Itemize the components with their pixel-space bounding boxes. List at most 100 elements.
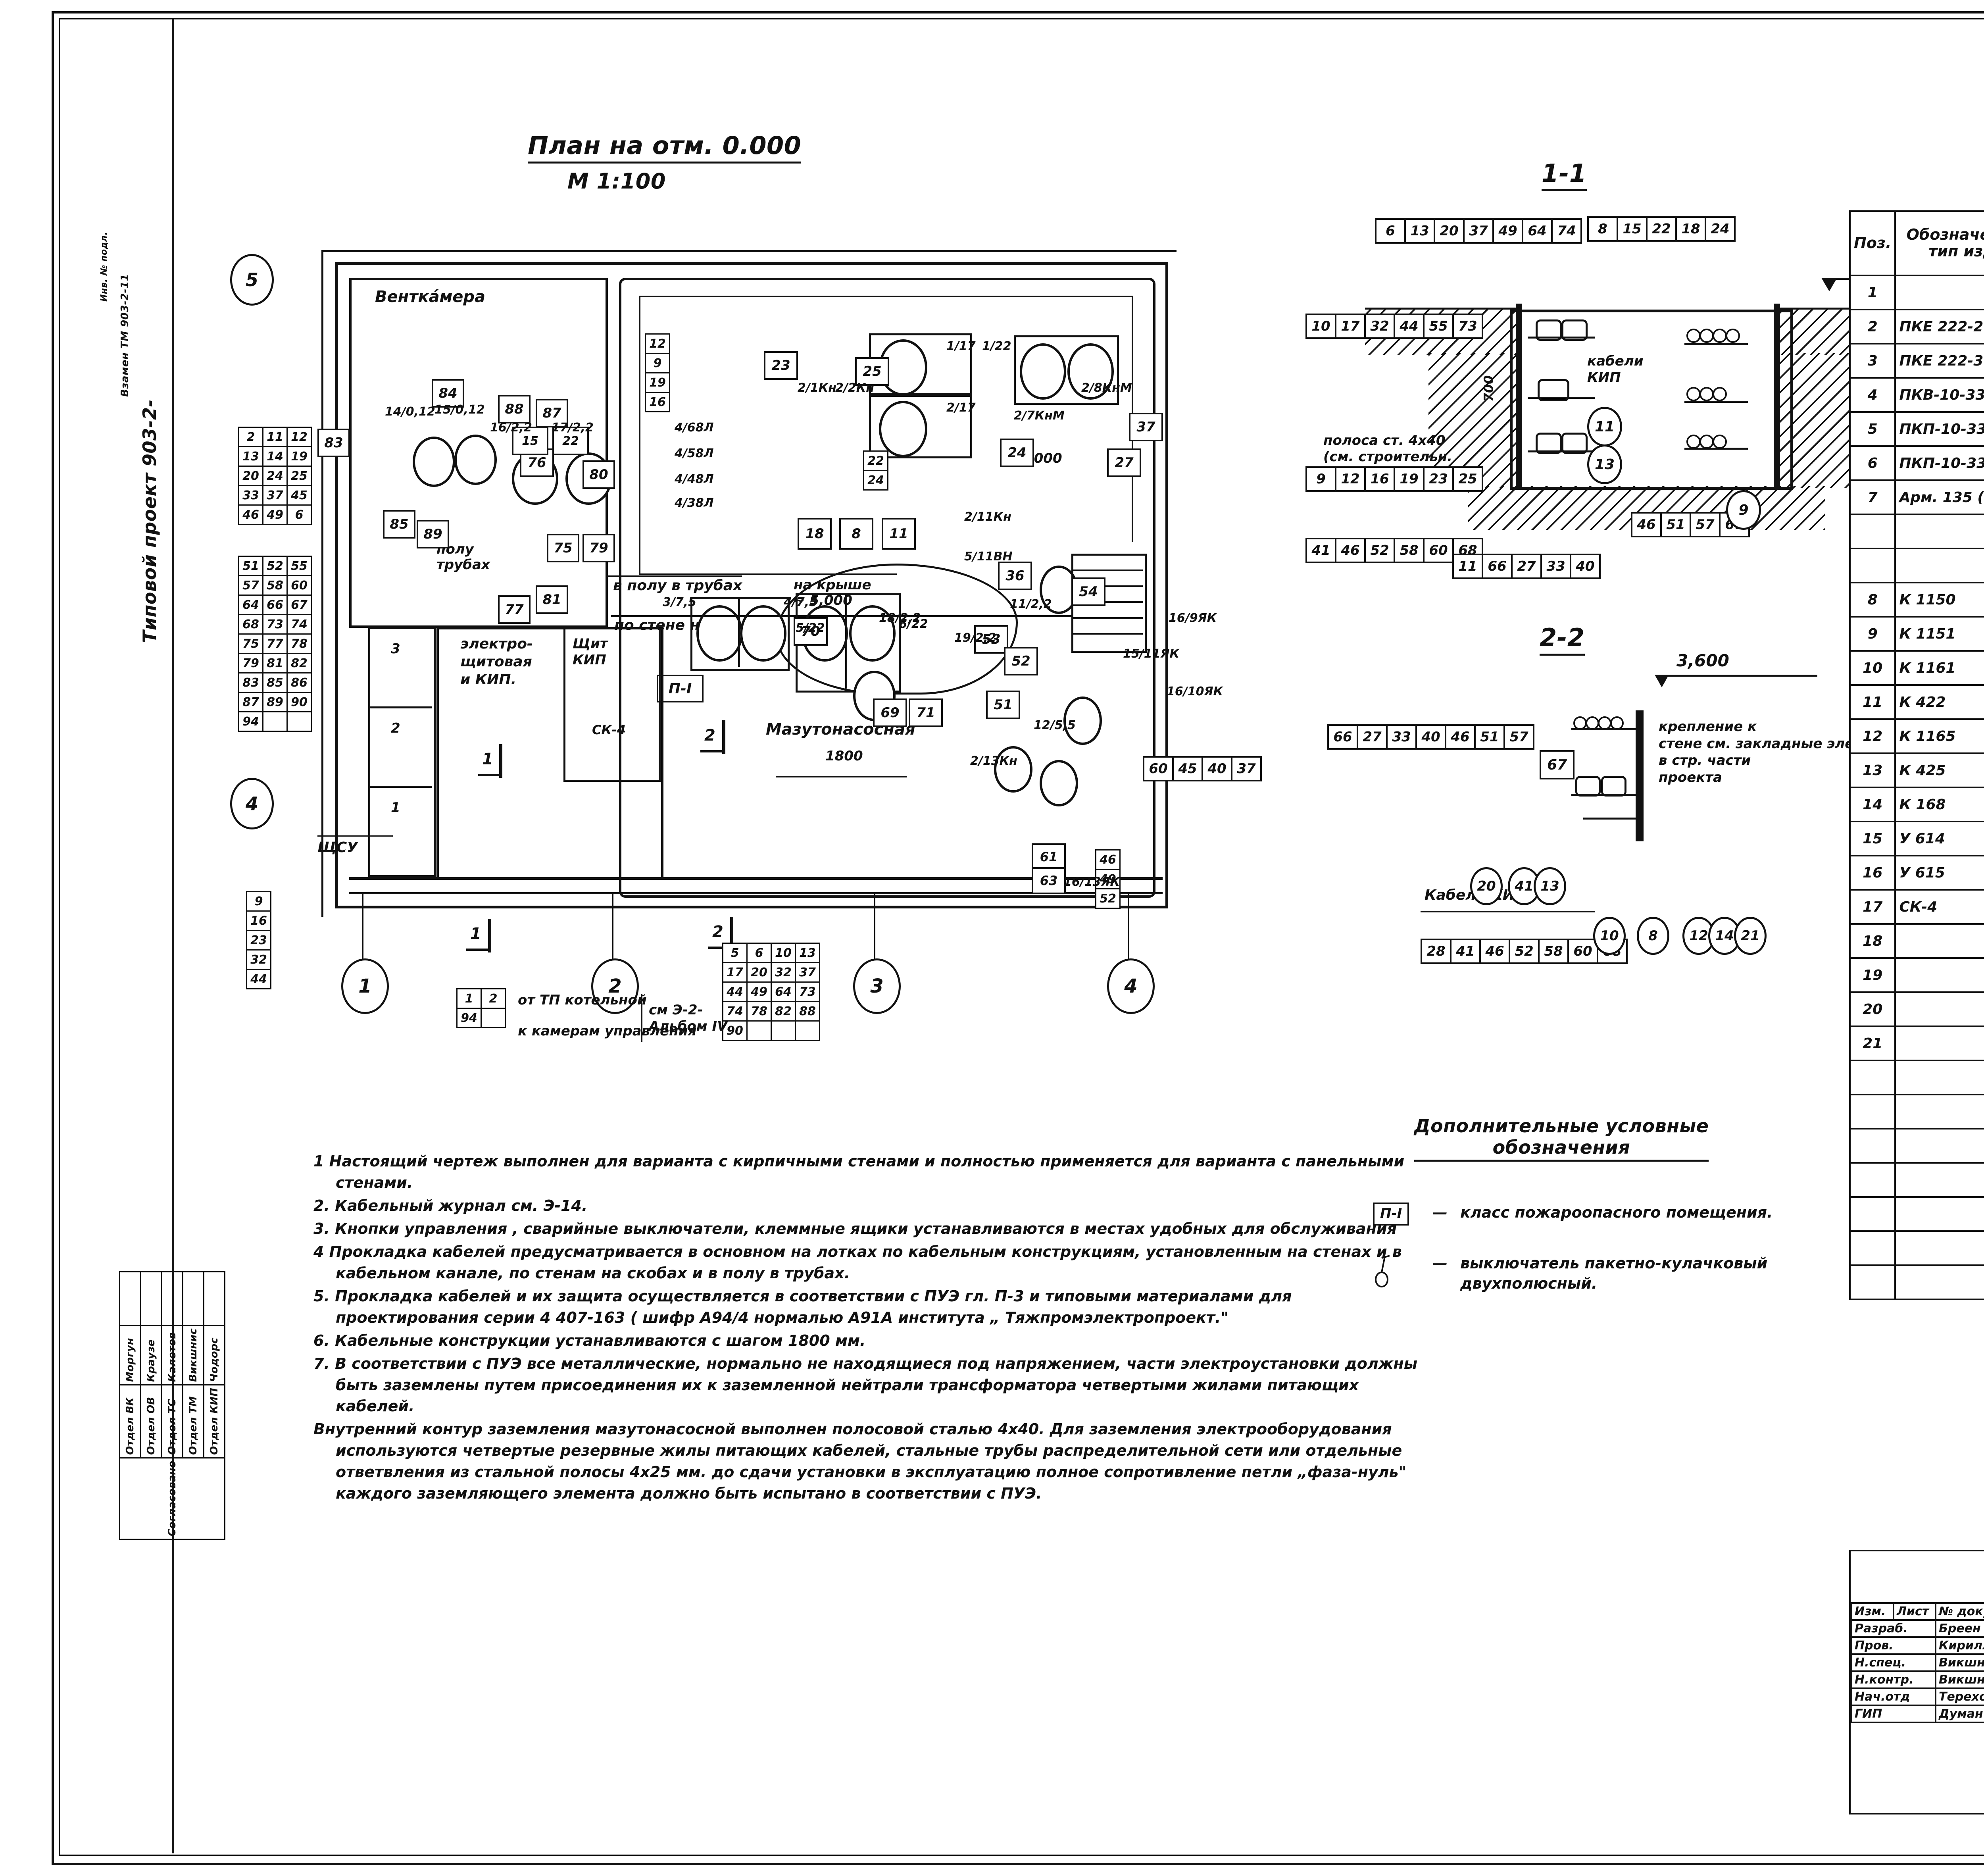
cable-no: 44: [722, 981, 748, 1002]
table-row: 9К 1151— " — 600 мм7: [1849, 616, 1984, 652]
cable-no: 88: [795, 1001, 820, 1022]
stamp-person: Моргун: [119, 1325, 141, 1385]
cable-no: 6: [746, 943, 772, 963]
tag-no: 49: [1492, 218, 1523, 244]
note-item: Внутренний контур заземления мазутонасос…: [313, 1420, 1407, 1503]
section-2-2-balloon: 10: [1593, 917, 1626, 955]
margin-project-title: Типовой проект 903-2-: [139, 399, 160, 643]
equipment-fraction: 16/13ЯК: [1063, 875, 1120, 889]
spec-cell-pos: [1849, 514, 1896, 549]
table-row: [1849, 1094, 1984, 1129]
tag-no: 64: [1522, 218, 1553, 244]
cable-no: 78: [286, 633, 312, 654]
section-1-1-balloon: 13: [1587, 444, 1622, 484]
spec-cell-pos: [1849, 548, 1896, 583]
table-row: 11К 422Лоток для кабелей40: [1849, 684, 1984, 720]
cable-bundle-small: [1699, 435, 1714, 449]
point-tag: 80: [583, 460, 615, 489]
spec-cell-pos: 13: [1849, 752, 1896, 788]
tag-no: 10: [1305, 314, 1336, 339]
section-marker-1-tick: [499, 744, 502, 778]
spec-cell-pos: 15: [1849, 821, 1896, 856]
mazut-dimension: 1800: [825, 748, 863, 764]
additional-symbol-text: класс пожароопасного помещения.: [1460, 1204, 1773, 1221]
cable-bundle-small: [1686, 329, 1701, 343]
mazut-dim-line: [776, 776, 907, 777]
equipment-fraction: 16/9ЯК: [1169, 611, 1217, 625]
cable-no: 5: [722, 943, 748, 963]
cable-no: 23: [246, 930, 271, 951]
cable-no: 11: [262, 427, 288, 447]
spec-cell-type: [1894, 514, 1984, 549]
shsu-cell-3: 3: [391, 641, 400, 657]
cable-no: 58: [262, 575, 288, 596]
cable-no: 20: [746, 962, 772, 983]
section-marker-1-plan: 1: [482, 750, 493, 768]
cable-duct-bottom-2: [349, 892, 1163, 894]
cable-bundle: [1561, 319, 1588, 341]
equipment-fraction: 17/2,2: [552, 421, 594, 435]
section-1-1-dim: 700: [1481, 375, 1496, 402]
tag-strip-vertical-1: 12 9 19 16: [645, 333, 670, 412]
point-tag: 53: [974, 625, 1008, 654]
tag-no: 13: [1404, 218, 1435, 244]
spec-cell-pos: 18: [1849, 923, 1896, 959]
person-name: Викшнис: [1935, 1653, 1984, 1672]
cable-no: 64: [238, 595, 263, 615]
cable-no: 45: [286, 485, 312, 506]
cable-no: 46: [238, 504, 263, 525]
tag-no: 22: [863, 450, 888, 471]
point-tag: 23: [764, 351, 798, 380]
tag-strip-vertical-2: 22 24: [863, 450, 888, 491]
spec-cell-type: У 614: [1894, 821, 1984, 856]
additional-symbol-text: выключатель пакетно-кулачковый двухполюс…: [1460, 1254, 1768, 1293]
note-item: 2. Кабельный журнал см. Э-14.: [313, 1197, 588, 1214]
spec-cell-type: У 615: [1894, 855, 1984, 891]
tag-no: 16: [645, 392, 670, 412]
point-tag: 63: [1032, 867, 1066, 894]
equipment-motor: [696, 605, 743, 662]
equipment-fraction: 2/8КнМ: [1081, 381, 1132, 395]
tag-no: 40: [1415, 724, 1446, 750]
stamp-dept: Отдел ТМ: [183, 1385, 204, 1458]
spec-cell-type: К 168: [1894, 787, 1984, 822]
table-row: 15У 614Коробка клеммная1: [1849, 821, 1984, 856]
section-1-1-kip-label: кабели КИП: [1587, 353, 1644, 385]
cable-bundle: [1575, 776, 1601, 797]
room-label-ventkamera: Вентка́мера: [375, 288, 486, 306]
stairs-step: [1071, 601, 1143, 603]
tag-no: 60: [1423, 538, 1454, 563]
stairs-step: [1071, 585, 1143, 587]
cable-no: 74: [722, 1001, 748, 1022]
section-marker-1-plan-2: 1: [470, 925, 481, 943]
cable-tray: [1684, 343, 1748, 345]
table-row: 13К 425Прижим для лотков130: [1849, 752, 1984, 788]
equipment-fraction: 2/17: [946, 401, 976, 415]
spec-cell-pos: 2: [1849, 309, 1896, 344]
role-row: Н.контр. Викшнис 14.11: [1851, 1670, 1984, 1689]
plan-scale: М 1:100: [567, 169, 666, 194]
cable-no: 49: [262, 504, 288, 525]
equipment-fraction: 2/11Кн: [964, 510, 1011, 524]
plan-balloon-1: 1: [341, 958, 389, 1014]
table-row: 18Полоса 4 х 4070м: [1849, 923, 1984, 959]
cable-bundle: [1536, 319, 1562, 341]
cable-no: 86: [286, 672, 312, 693]
tag-no: 55: [1423, 314, 1454, 339]
spec-cell-type: К 1151: [1894, 616, 1984, 652]
balloon-leader: [362, 893, 363, 960]
cable-no-empty: [795, 1020, 820, 1041]
balloon-leader: [874, 893, 875, 960]
section-2-2-kip-rule: [1421, 911, 1595, 912]
tag-no: 33: [1386, 724, 1417, 750]
table-header-row: Поз. Обозначение или тип изделия Наимено…: [1849, 210, 1984, 276]
cable-number-grid-bottom-left: 9 16 23 32 44: [246, 891, 271, 989]
sk4-label: СК-4: [592, 722, 626, 737]
equipment-fraction: 4/38Л: [675, 496, 714, 510]
section-2-2-balloon: 20: [1470, 867, 1503, 905]
tag-row-left-bottom: 46 49 52: [1095, 849, 1121, 909]
tag-no: 57: [1503, 724, 1534, 750]
section-2-2-balloon: 13: [1534, 867, 1566, 905]
